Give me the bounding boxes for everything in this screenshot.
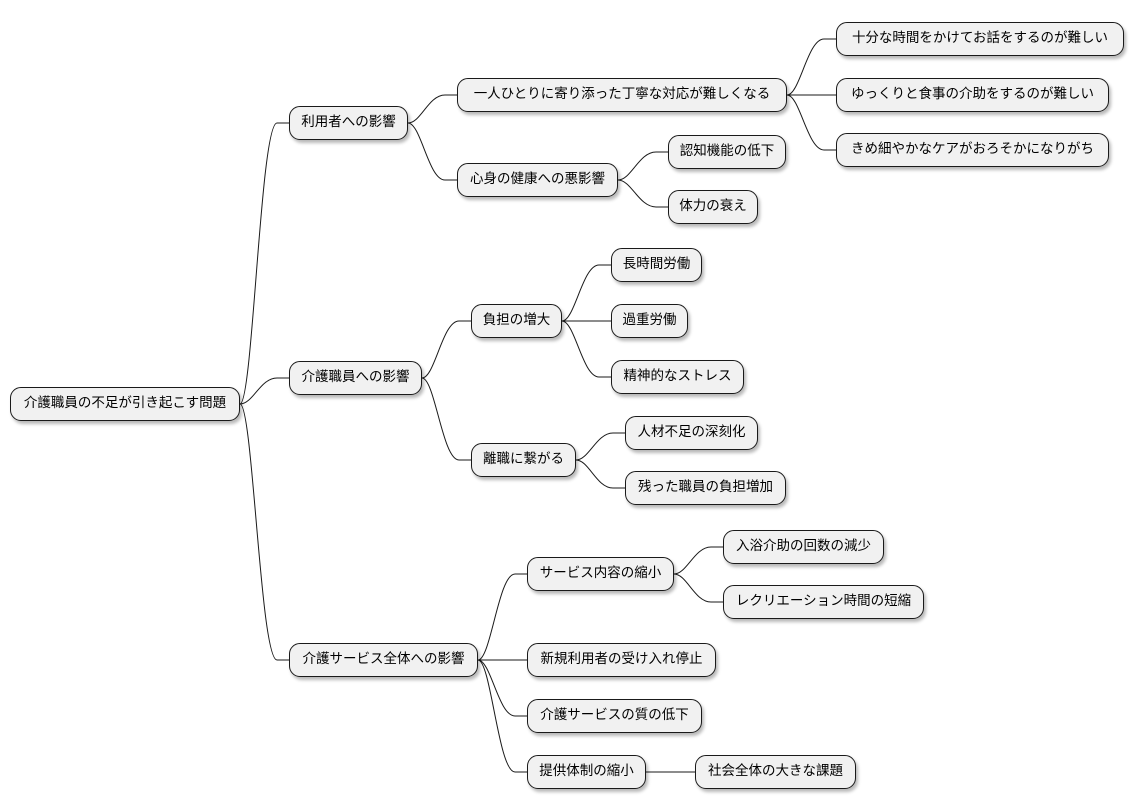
node-long-hours: 長時間労働 [611, 248, 702, 282]
node-recreation-shortening: レクリエーション時間の短縮 [723, 585, 924, 619]
connector-17 [477, 573, 527, 661]
connector-22 [477, 659, 527, 773]
node-health-effects: 心身の健康への悪影響 [457, 163, 618, 197]
node-care-neglect: きめ細やかなケアがおろそかになりがち [836, 133, 1109, 167]
node-staff-shortage-worsening: 人材不足の深刻化 [625, 416, 758, 450]
connector-18 [673, 546, 723, 575]
connector-16 [239, 403, 289, 661]
connector-4 [786, 94, 836, 151]
connector-9 [421, 320, 471, 379]
node-burden-increase: 負担の増大 [471, 304, 562, 338]
node-mental-stress: 精神的なストレス [611, 360, 744, 394]
connector-13 [421, 377, 471, 461]
connector-1 [407, 94, 457, 124]
branch-service-impact: 介護サービス全体への影響 [289, 643, 478, 677]
connector-5 [407, 122, 457, 181]
connector-19 [673, 573, 723, 603]
root-node: 介護職員の不足が引き起こす問題 [10, 387, 240, 421]
node-new-user-stop: 新規利用者の受け入れ停止 [527, 643, 716, 677]
connector-2 [786, 38, 836, 96]
connector-12 [561, 320, 611, 378]
branch-user-impact: 利用者への影響 [289, 106, 408, 140]
node-remaining-staff-burden: 残った職員の負担増加 [625, 471, 786, 505]
node-meal-assist: ゆっくりと食事の介助をするのが難しい [836, 78, 1109, 112]
connector-21 [477, 659, 527, 717]
connector-7 [617, 179, 668, 208]
connector-0 [239, 122, 289, 405]
connector-6 [617, 151, 668, 181]
node-social-issue: 社会全体の大きな課題 [695, 755, 856, 789]
node-service-content-reduction: サービス内容の縮小 [527, 557, 674, 591]
connector-15 [575, 459, 625, 489]
branch-staff-impact: 介護職員への影響 [289, 361, 422, 395]
node-bath-assist-reduction: 入浴介助の回数の減少 [723, 530, 884, 564]
node-provision-reduction: 提供体制の縮小 [527, 755, 646, 789]
node-service-quality-decline: 介護サービスの質の低下 [527, 699, 702, 733]
connector-10 [561, 264, 611, 322]
node-talk-time: 十分な時間をかけてお話をするのが難しい [836, 22, 1124, 56]
node-physical-decline: 体力の衰え [668, 190, 758, 224]
node-careful-care-difficult: 一人ひとりに寄り添った丁寧な対応が難しくなる [457, 78, 787, 112]
node-overwork: 過重労働 [611, 304, 688, 338]
connector-14 [575, 432, 625, 461]
node-cognitive-decline: 認知機能の低下 [668, 135, 786, 169]
connector-8 [239, 377, 289, 405]
node-leads-to-resignation: 離職に繋がる [471, 443, 576, 477]
